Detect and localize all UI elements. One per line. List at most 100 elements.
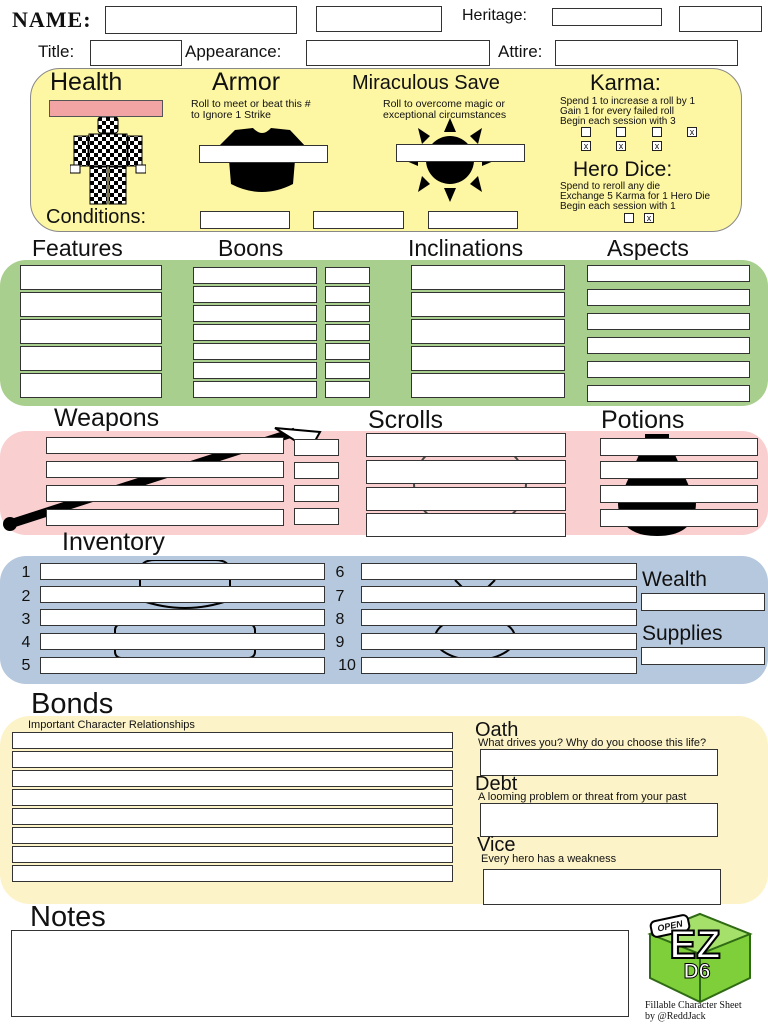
vice-field[interactable]	[483, 869, 721, 905]
potion-field[interactable]	[600, 509, 758, 527]
karma-checkbox[interactable]	[652, 127, 662, 137]
armor-field[interactable]	[199, 145, 328, 163]
appearance-field[interactable]	[306, 40, 490, 66]
inclination-field[interactable]	[411, 319, 565, 344]
inventory-number: 4	[21, 634, 31, 651]
scroll-field[interactable]	[366, 433, 566, 457]
condition-field[interactable]	[200, 211, 290, 229]
inventory-field[interactable]	[361, 633, 637, 650]
hero-dice-checkbox[interactable]: x	[644, 213, 654, 223]
boon-value-field[interactable]	[325, 286, 370, 303]
karma-checkbox[interactable]: x	[581, 141, 591, 151]
scroll-field[interactable]	[366, 513, 566, 537]
aspect-field[interactable]	[587, 385, 750, 402]
aspect-field[interactable]	[587, 337, 750, 354]
karma-checkbox[interactable]	[616, 127, 626, 137]
inventory-field[interactable]	[361, 563, 637, 580]
health-field[interactable]	[49, 100, 163, 117]
heritage-field-2[interactable]	[679, 6, 762, 32]
bond-field[interactable]	[12, 789, 453, 806]
boon-field[interactable]	[193, 381, 317, 398]
inclination-field[interactable]	[411, 292, 565, 317]
inclination-field[interactable]	[411, 265, 565, 290]
weapon-field[interactable]	[46, 437, 284, 454]
karma-checkbox[interactable]: x	[616, 141, 626, 151]
boon-value-field[interactable]	[325, 305, 370, 322]
bond-field[interactable]	[12, 808, 453, 825]
scroll-field[interactable]	[366, 460, 566, 484]
hero-desc-3: Begin each session with 1	[560, 201, 676, 212]
weapon-value-field[interactable]	[294, 508, 339, 525]
aspect-field[interactable]	[587, 313, 750, 330]
bond-field[interactable]	[12, 827, 453, 844]
debt-desc: A looming problem or threat from your pa…	[478, 791, 687, 803]
karma-desc-1: Spend 1 to increase a roll by 1	[560, 96, 696, 107]
weapon-value-field[interactable]	[294, 485, 339, 502]
boon-value-field[interactable]	[325, 324, 370, 341]
karma-checkbox[interactable]: x	[687, 127, 697, 137]
inclination-field[interactable]	[411, 346, 565, 371]
bond-field[interactable]	[12, 732, 453, 749]
inventory-field[interactable]	[361, 586, 637, 603]
boon-field[interactable]	[193, 305, 317, 322]
inclination-field[interactable]	[411, 373, 565, 398]
boon-value-field[interactable]	[325, 343, 370, 360]
inventory-field[interactable]	[361, 657, 637, 674]
weapon-value-field[interactable]	[294, 439, 339, 456]
bonds-subtitle: Important Character Relationships	[28, 719, 195, 731]
bonds-title: Bonds	[31, 688, 114, 720]
inventory-number: 2	[21, 588, 31, 605]
name-field[interactable]	[105, 6, 297, 34]
bond-field[interactable]	[12, 751, 453, 768]
save-field[interactable]	[396, 144, 525, 162]
inventory-field[interactable]	[40, 633, 325, 650]
condition-field[interactable]	[428, 211, 518, 229]
potion-field[interactable]	[600, 461, 758, 479]
name-field-2[interactable]	[316, 6, 442, 32]
condition-field[interactable]	[313, 211, 404, 229]
potion-field[interactable]	[600, 485, 758, 503]
feature-field[interactable]	[20, 346, 162, 371]
bond-field[interactable]	[12, 846, 453, 863]
boon-value-field[interactable]	[325, 381, 370, 398]
bond-field[interactable]	[12, 865, 453, 882]
karma-checkbox[interactable]: x	[652, 141, 662, 151]
aspect-field[interactable]	[587, 289, 750, 306]
attire-field[interactable]	[555, 40, 738, 66]
aspect-field[interactable]	[587, 265, 750, 282]
title-field[interactable]	[90, 40, 182, 66]
oath-field[interactable]	[480, 749, 718, 776]
feature-field[interactable]	[20, 265, 162, 290]
boon-value-field[interactable]	[325, 267, 370, 284]
inventory-field[interactable]	[40, 609, 325, 626]
notes-field[interactable]	[11, 930, 629, 1017]
weapon-field[interactable]	[46, 509, 284, 526]
inventory-field[interactable]	[40, 657, 325, 674]
potion-field[interactable]	[600, 438, 758, 456]
bond-field[interactable]	[12, 770, 453, 787]
boon-field[interactable]	[193, 362, 317, 379]
feature-field[interactable]	[20, 373, 162, 398]
boon-value-field[interactable]	[325, 362, 370, 379]
boon-field[interactable]	[193, 324, 317, 341]
hero-dice-checkbox[interactable]	[624, 213, 634, 223]
supplies-field[interactable]	[641, 647, 765, 665]
inventory-field[interactable]	[361, 609, 637, 626]
inventory-number: 9	[335, 634, 345, 651]
aspect-field[interactable]	[587, 361, 750, 378]
boon-field[interactable]	[193, 343, 317, 360]
wealth-field[interactable]	[641, 593, 765, 611]
weapon-value-field[interactable]	[294, 462, 339, 479]
inventory-field[interactable]	[40, 563, 325, 580]
inventory-field[interactable]	[40, 586, 325, 603]
heritage-field[interactable]	[552, 8, 662, 26]
scroll-field[interactable]	[366, 487, 566, 511]
weapon-field[interactable]	[46, 485, 284, 502]
weapon-field[interactable]	[46, 461, 284, 478]
boon-field[interactable]	[193, 286, 317, 303]
boon-field[interactable]	[193, 267, 317, 284]
feature-field[interactable]	[20, 319, 162, 344]
karma-checkbox[interactable]	[581, 127, 591, 137]
feature-field[interactable]	[20, 292, 162, 317]
debt-field[interactable]	[480, 803, 718, 837]
